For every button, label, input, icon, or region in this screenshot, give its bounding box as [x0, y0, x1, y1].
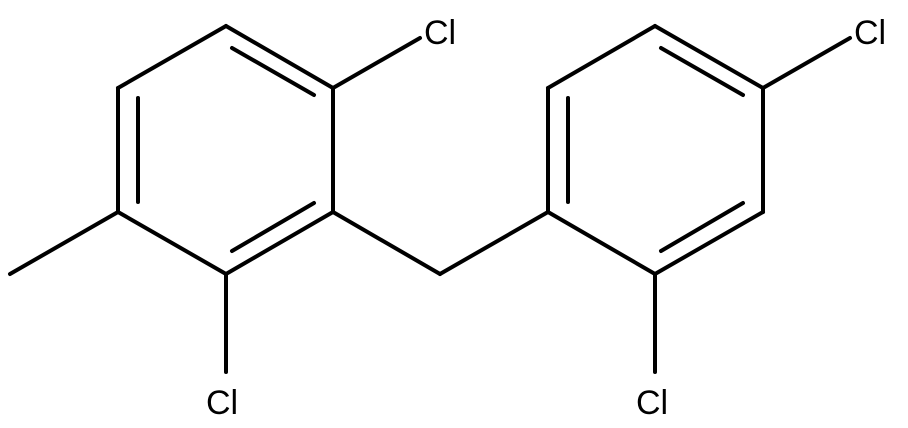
c-cl-bond	[761, 36, 852, 90]
bond	[546, 210, 657, 276]
right-benzene-ring	[546, 24, 765, 276]
chlorine-label-left-top: Cl	[424, 14, 456, 52]
methylene-bridge-bond	[438, 210, 550, 276]
chlorine-label-left-bottom: Cl	[206, 384, 238, 422]
bond	[224, 24, 335, 90]
bond	[653, 210, 765, 276]
bond	[653, 24, 765, 90]
double-bond-inner	[230, 46, 316, 97]
double-bond-inner	[659, 46, 745, 97]
left-benzene-ring	[116, 24, 335, 276]
bond	[116, 210, 228, 276]
bond	[546, 24, 657, 90]
c-cl-bond	[331, 36, 422, 90]
double-bond-inner	[230, 201, 316, 253]
double-bond-inner	[659, 201, 745, 253]
chlorine-label-right-top: Cl	[854, 14, 886, 52]
bond	[116, 24, 228, 90]
chlorine-label-right-bottom: Cl	[636, 384, 668, 422]
methylene-bridge-bond	[331, 210, 442, 276]
methyl-bond	[8, 210, 120, 276]
bond	[224, 210, 335, 276]
